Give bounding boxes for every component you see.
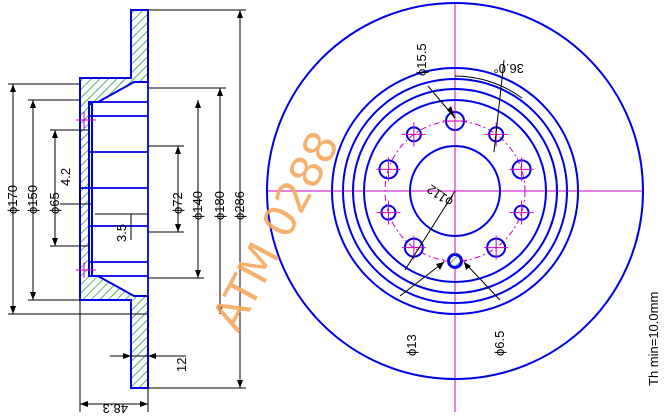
angle-arc: [454, 75, 523, 99]
label-pcd-112: ϕ112: [424, 181, 456, 209]
section-dimension-lines: [8, 9, 246, 412]
label-angle-36: 36.0°: [493, 61, 524, 76]
section-centerlines: [76, 112, 96, 278]
hat-top-edge: [363, 99, 547, 283]
section-outline-lines: [80, 82, 149, 296]
label-min-thickness: Th min=10.0mm: [646, 292, 661, 386]
dim-diameter-286: ϕ286: [232, 191, 247, 220]
hat-step-edge: [352, 88, 558, 294]
friction-ring-inner-edge: [331, 67, 579, 315]
brand-watermark: ATM 0288: [203, 123, 350, 339]
dim-12: 12: [174, 358, 189, 372]
center-bore: [409, 145, 501, 237]
disc-cross-section: [79, 9, 149, 389]
dim-diameter-72: ϕ72: [170, 192, 185, 214]
hat-inner-step: [89, 103, 93, 277]
dim-diameter-140: ϕ140: [190, 191, 205, 220]
dim-diameter-150: ϕ150: [25, 185, 40, 214]
bolt-circle: [384, 120, 526, 262]
hat-outer-edge: [342, 78, 568, 304]
dim-diameter-65: ϕ65: [47, 192, 62, 214]
dim-4-2: 4.2: [58, 168, 73, 186]
section-arrowheads: [10, 10, 243, 407]
section-view: ϕ170 ϕ150 ϕ65 4.2 3.5 ϕ72 ϕ140 ϕ180 ϕ286…: [5, 9, 247, 416]
label-hole-15-5: ϕ15.5: [414, 43, 429, 76]
dim-diameter-180: ϕ180: [212, 191, 227, 220]
label-center-6-5: ϕ6.5: [492, 331, 507, 356]
dim-diameter-170: ϕ170: [5, 185, 20, 214]
face-view: ϕ15.5 36.0° ϕ112 ϕ13 ϕ6.5 Th min=10.0mm: [266, 2, 661, 412]
face-arrowheads: [436, 106, 471, 270]
dim-3-5: 3.5: [114, 224, 129, 242]
label-hole-13: ϕ13: [404, 334, 419, 356]
centering-hole: [448, 254, 462, 268]
bolt-holes: [376, 109, 534, 273]
outer-disc-edge: [266, 2, 644, 380]
dim-thickness-48-3: 48.3: [103, 401, 128, 416]
